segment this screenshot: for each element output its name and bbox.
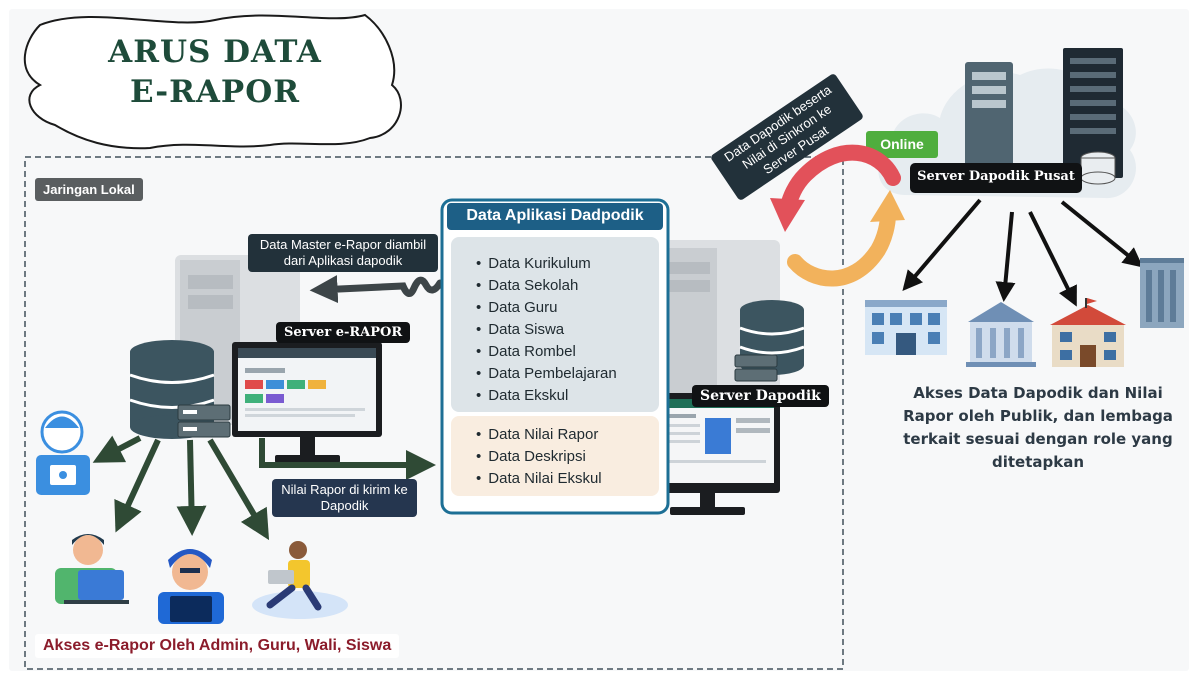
public-caption-line-2: Rapor oleh Publik, dan lembaga — [903, 407, 1173, 425]
master-callout-line-1: Data Master e-Rapor diambil — [259, 237, 427, 252]
local-network-frame — [24, 156, 844, 670]
central-server-label-bg — [910, 163, 1082, 193]
report-item-extracurricular-grades: Data Nilai Ekskul — [476, 468, 601, 490]
homeroom-user-icon — [252, 541, 348, 619]
title-line-2: E-RAPOR — [130, 74, 300, 110]
title-line-1: ARUS DATA — [108, 34, 322, 70]
send-grades-arrow — [259, 438, 436, 480]
app-data-box-header-bg — [447, 203, 663, 230]
public-caption-line-3: terkait sesuai dengan role yang — [903, 430, 1173, 448]
master-data-list: Data Kurikulum Data Sekolah Data Guru Da… — [476, 253, 617, 407]
central-rack-icon — [1063, 48, 1123, 178]
erapor-monitor-icon — [232, 342, 382, 463]
dapodik-database-icon — [734, 300, 805, 382]
master-item-student: Data Siswa — [476, 319, 617, 341]
title-cloud-shape — [23, 13, 402, 150]
master-item-school: Data Sekolah — [476, 275, 617, 297]
sync-red-arrowhead — [770, 198, 805, 232]
master-item-curriculum: Data Kurikulum — [476, 253, 617, 275]
admin-user-icon — [36, 410, 90, 495]
send-callout-line-1: Nilai Rapor di kirim ke — [281, 482, 408, 497]
dapodik-server-label: Server Dapodik — [692, 385, 829, 407]
central-server-label: Server Dapodik Pusat — [917, 169, 1075, 184]
master-item-extracurricular: Data Ekskul — [476, 385, 617, 407]
report-item-description: Data Deskripsi — [476, 446, 602, 468]
local-network-label: Jaringan Lokal — [35, 178, 143, 201]
report-item-grades: Data Nilai Rapor — [476, 424, 602, 446]
local-user-arrows — [92, 435, 270, 541]
master-data-arrow — [309, 275, 444, 304]
teacher-user-icon — [55, 534, 129, 604]
online-badge-bg — [866, 131, 938, 158]
sync-orange-arrow — [787, 206, 896, 287]
institution-building-icon — [966, 302, 1036, 367]
diagram-title: ARUS DATA E-RAPOR — [80, 32, 350, 112]
sync-red-arrow — [780, 144, 901, 214]
public-caption-line-4: ditetapkan — [991, 453, 1085, 471]
send-callout-line-2: Dapodik — [320, 498, 369, 513]
master-item-learning: Data Pembelajaran — [476, 363, 616, 385]
erapor-server-label: Server e-RAPOR — [276, 322, 411, 343]
student-user-icon — [158, 549, 224, 624]
master-callout-line-2: dari Aplikasi dapodik — [283, 253, 403, 268]
tower-building-icon — [1140, 258, 1184, 328]
master-data-callout: Data Master e-Rapor diambil dari Aplikas… — [248, 234, 438, 272]
public-distribution-arrows — [902, 198, 1144, 307]
master-item-teacher: Data Guru — [476, 297, 617, 319]
local-access-caption: Akses e-Rapor Oleh Admin, Guru, Wali, Si… — [35, 634, 400, 658]
school-building-icon — [1050, 298, 1126, 367]
app-box-header: Data Aplikasi Dadpodik — [466, 207, 644, 224]
office-building-icon — [865, 300, 947, 355]
public-caption-line-1: Akses Data Dapodik dan Nilai — [913, 384, 1163, 402]
public-access-caption: Akses Data Dapodik dan Nilai Rapor oleh … — [888, 382, 1188, 474]
sync-orange-arrowhead — [870, 190, 905, 222]
erapor-database-icon — [129, 340, 231, 439]
send-grades-callout: Nilai Rapor di kirim ke Dapodik — [272, 479, 417, 517]
master-item-class: Data Rombel — [476, 341, 617, 363]
report-data-list: Data Nilai Rapor Data Deskripsi Data Nil… — [476, 424, 602, 490]
central-database-icon — [1080, 151, 1116, 185]
online-badge: Online — [880, 136, 924, 152]
